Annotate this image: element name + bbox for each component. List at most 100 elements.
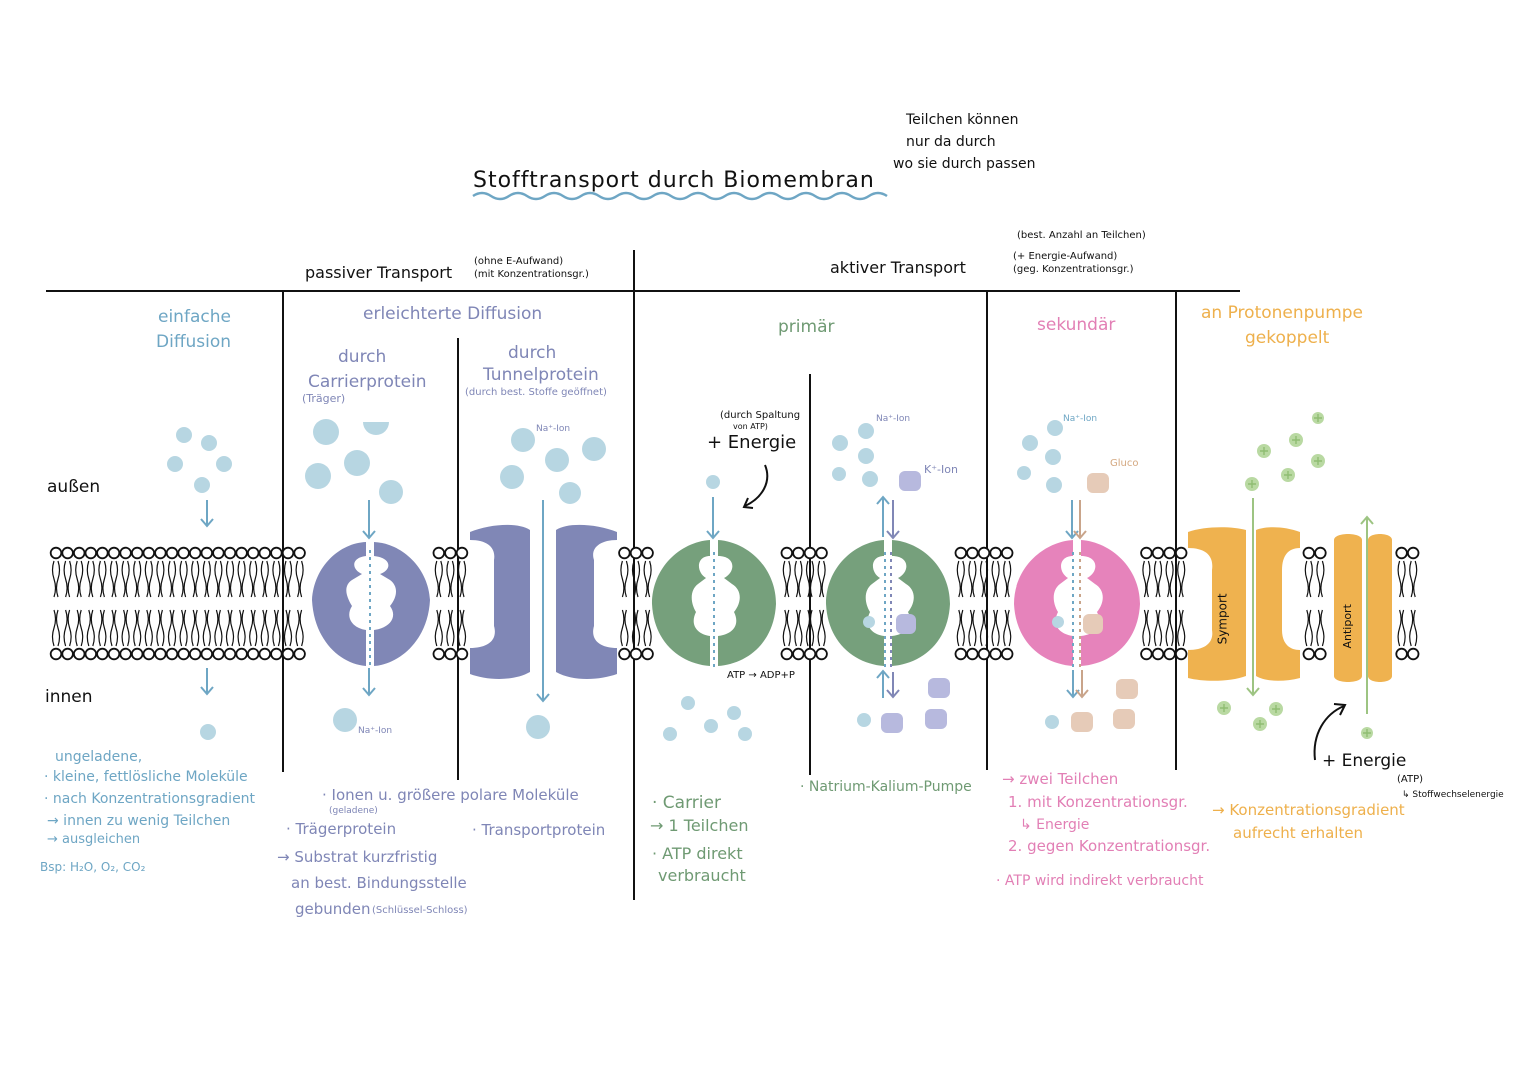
proton-arrows xyxy=(1246,498,1374,714)
primary-carrier xyxy=(652,540,776,666)
phospholipid-head xyxy=(792,546,805,560)
symport-label: Symport xyxy=(1215,593,1230,645)
atp-label: ATP → ADP+P xyxy=(727,670,795,681)
phospholipid-head xyxy=(96,647,109,661)
pump-bound-ions xyxy=(863,614,916,634)
phospholipid-head xyxy=(188,647,202,661)
phospholipid-head xyxy=(212,546,225,560)
proton-title-2: gekoppelt xyxy=(1245,328,1330,348)
energy-note-1: (durch Spaltung xyxy=(720,410,801,421)
proton-desc-1: → Konzentrationsgradient xyxy=(1212,801,1405,819)
phospholipid-tails xyxy=(51,560,1418,647)
phospholipid-head xyxy=(107,546,121,560)
tunnel-sub: (durch best. Stoffe geöffnet) xyxy=(465,387,607,398)
pump-name: · Natrium-Kalium-Pumpe xyxy=(800,779,972,795)
proton-desc-2: aufrecht erhalten xyxy=(1233,824,1364,842)
phospholipid-head xyxy=(200,647,214,661)
phospholipid-head xyxy=(119,546,132,560)
phospholipid-head xyxy=(1001,546,1014,560)
phospholipid-head xyxy=(455,546,469,560)
pump-na-particles xyxy=(832,423,878,727)
antiport-label: Antiport xyxy=(1340,604,1354,649)
note-line-1: Teilchen können xyxy=(906,112,1019,128)
pump-k-label: K⁺-Ion xyxy=(924,463,958,476)
energy-label: + Energie xyxy=(707,432,797,453)
primary-desc-2: → 1 Teilchen xyxy=(650,816,749,835)
phospholipid-head xyxy=(977,647,991,661)
tunnel-title-1: durch xyxy=(508,343,557,363)
phospholipid-head xyxy=(780,546,794,560)
phospholipid-head xyxy=(455,647,469,661)
phospholipid-head xyxy=(246,546,260,560)
phospholipid-head xyxy=(61,546,74,560)
carrier-particles xyxy=(305,419,403,732)
tunnel-title-2: Tunnelprotein xyxy=(483,365,599,385)
secondary-carrier xyxy=(1014,540,1140,666)
phospholipid-head xyxy=(130,546,144,560)
active-note-1: (+ Energie-Aufwand) xyxy=(1013,251,1118,262)
phospholipid-bilayer xyxy=(49,546,1420,661)
phospholipid-head xyxy=(1174,546,1188,560)
phospholipid-head xyxy=(1314,647,1327,661)
phospholipid-head xyxy=(177,546,190,560)
phospholipid-head xyxy=(188,546,202,560)
secondary-arrows xyxy=(1065,500,1089,699)
phospholipid-head xyxy=(1395,546,1408,560)
phospholipid-head xyxy=(49,546,63,560)
phospholipid-head xyxy=(165,546,179,560)
simple-title-1: einfache xyxy=(158,307,231,327)
simple-desc-1: ungeladene, xyxy=(55,749,143,765)
phospholipid-head xyxy=(444,647,457,661)
secondary-desc-2: 1. mit Konzentrationsgr. xyxy=(1008,793,1188,811)
phospholipid-head xyxy=(444,546,457,560)
phospholipid-head xyxy=(641,546,654,560)
secondary-na-label: Na⁺-Ion xyxy=(1063,414,1098,424)
phospholipid-head xyxy=(989,647,1002,661)
phospholipid-head xyxy=(954,546,968,560)
phospholipid-head xyxy=(270,647,283,661)
phospholipid-head xyxy=(165,647,179,661)
note-line-3: wo sie durch passen xyxy=(893,156,1036,172)
phospholipid-head xyxy=(142,647,156,661)
symport-protein xyxy=(1188,527,1300,681)
secondary-desc-1: → zwei Teilchen xyxy=(1002,770,1119,788)
phospholipid-head xyxy=(281,647,295,661)
primary-desc-4: verbraucht xyxy=(658,866,746,885)
phospholipid-head xyxy=(1314,546,1327,560)
energy-note-2: von ATP) xyxy=(733,422,768,431)
phospholipid-head xyxy=(1406,546,1420,560)
carrier-desc-lock: (Schlüssel-Schloss) xyxy=(372,905,468,916)
phospholipid-head xyxy=(142,546,156,560)
carrier-ion-label: Na⁺-Ion xyxy=(358,726,393,736)
proton-atp-label: (ATP) xyxy=(1397,774,1424,785)
phospholipid-head xyxy=(1151,546,1165,560)
tunnel-desc: · Transportprotein xyxy=(472,821,606,839)
phospholipid-head xyxy=(966,647,979,661)
phospholipid-head xyxy=(989,546,1002,560)
tunnel-ion-label: Na⁺-Ion xyxy=(536,424,571,434)
phospholipid-head xyxy=(803,546,817,560)
tunnel-particles xyxy=(500,428,606,739)
simple-title-2: Diffusion xyxy=(156,332,232,352)
active-note-2: (geg. Konzentrationsgr.) xyxy=(1013,264,1134,275)
note-line-2: nur da durch xyxy=(906,134,996,150)
phospholipid-head xyxy=(629,546,643,560)
phospholipid-head xyxy=(49,647,63,661)
tunnel-arrow xyxy=(536,500,550,703)
phospholipid-head xyxy=(966,546,979,560)
phospholipid-head xyxy=(432,546,446,560)
phospholipid-head xyxy=(1140,647,1153,661)
pump-k-particles xyxy=(881,471,950,733)
phospholipid-head xyxy=(1163,647,1176,661)
phospholipid-head xyxy=(96,546,109,560)
phospholipid-head xyxy=(1001,647,1014,661)
phospholipid-head xyxy=(954,647,968,661)
simple-diffusion-particles xyxy=(167,427,232,740)
phospholipid-head xyxy=(258,546,272,560)
phospholipid-head xyxy=(223,546,237,560)
phospholipid-head xyxy=(1163,546,1176,560)
phospholipid-head xyxy=(432,647,446,661)
phospholipid-head xyxy=(618,647,631,661)
phospholipid-head xyxy=(1395,647,1408,661)
phospholipid-head xyxy=(1174,647,1188,661)
